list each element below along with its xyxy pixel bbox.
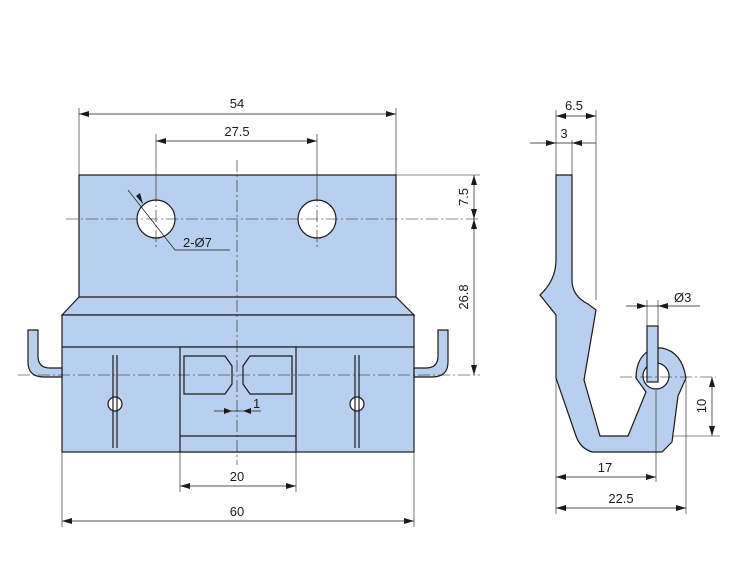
arrow xyxy=(709,377,715,387)
dim-6-5-label: 6.5 xyxy=(565,98,583,113)
arrow xyxy=(307,138,317,144)
arrow xyxy=(709,426,715,436)
arrow xyxy=(556,113,566,119)
arrow xyxy=(156,138,166,144)
arrow xyxy=(404,518,414,524)
leader-hole xyxy=(127,189,176,251)
arrow xyxy=(556,474,566,480)
top-plate xyxy=(78,174,397,304)
side-profile xyxy=(539,174,687,453)
arrow xyxy=(658,303,668,309)
arrow xyxy=(572,140,582,146)
arrow xyxy=(243,408,251,414)
dim-1-label: 1 xyxy=(253,396,260,411)
dim-10-label: 10 xyxy=(694,399,709,413)
arrow xyxy=(386,111,396,117)
dim-20-label: 20 xyxy=(230,469,244,484)
dim-pin-diameter: Ø3 xyxy=(674,290,691,305)
arrow xyxy=(471,219,477,229)
dim-22-5-label: 22.5 xyxy=(608,491,633,506)
dim-17-label: 17 xyxy=(598,460,612,475)
dim-60-label: 60 xyxy=(230,504,244,519)
dim-26-8-label: 26.8 xyxy=(456,284,471,309)
pin xyxy=(646,325,659,383)
arrow xyxy=(471,175,477,185)
shoulder xyxy=(60,296,416,316)
arrow xyxy=(79,111,89,117)
dim-7-5-label: 7.5 xyxy=(456,188,471,206)
front-view: 54 27.5 2-Ø7 1 20 60 xyxy=(18,96,480,527)
arrow xyxy=(471,365,477,375)
hook-right xyxy=(413,329,449,378)
dim-27-label: 27.5 xyxy=(224,124,249,139)
arrow xyxy=(224,408,232,414)
dim-hole-callout: 2-Ø7 xyxy=(183,235,212,250)
side-hole-left xyxy=(107,396,123,412)
side-view: 6.5 3 Ø3 10 17 22.5 xyxy=(530,98,720,514)
side-hole-right xyxy=(349,396,365,412)
arrow xyxy=(286,483,296,489)
arrow xyxy=(180,483,190,489)
arrow xyxy=(676,505,686,511)
arrow xyxy=(586,113,596,119)
arrow xyxy=(62,518,72,524)
hook-left xyxy=(27,329,63,378)
arrow xyxy=(136,193,143,204)
arrow xyxy=(556,505,566,511)
arrow xyxy=(637,303,647,309)
dim-3-label: 3 xyxy=(560,126,567,141)
dim-54-label: 54 xyxy=(230,96,244,111)
arrow xyxy=(646,474,656,480)
arrow xyxy=(471,209,477,219)
arrow xyxy=(546,140,556,146)
